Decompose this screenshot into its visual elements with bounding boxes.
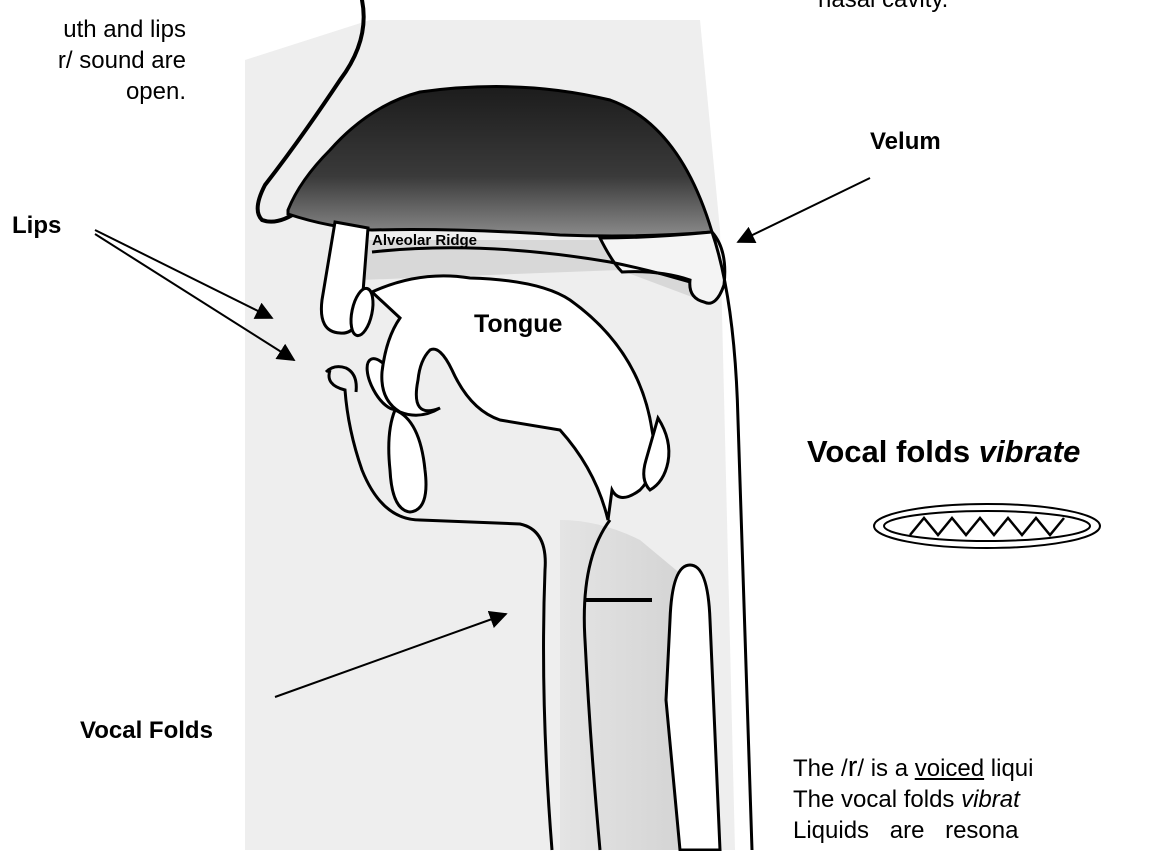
r-phoneme-symbol: r <box>848 751 858 783</box>
vibrate-heading-emphasis: vibrate <box>979 434 1081 469</box>
intro-text-block: uth and lips r/ sound are open. <box>0 14 186 107</box>
nasal-cavity-text: nasal cavity. <box>818 0 948 14</box>
voiced-line-1-pre: The / <box>793 755 848 782</box>
intro-line-2: r/ sound are <box>0 45 186 76</box>
tongue-label: Tongue <box>474 310 562 339</box>
voiced-line-1-post: liqui <box>984 755 1033 782</box>
voiced-line-1: The /r/ is a voiced liqui <box>793 752 1033 784</box>
voiced-line-1-mid: / is a <box>857 755 914 782</box>
lips-label: Lips <box>12 212 61 240</box>
vibrate-word: vibrat <box>961 786 1020 813</box>
velum-arrow <box>738 178 870 242</box>
voiced-line-2-pre: The vocal folds <box>793 786 961 813</box>
voiced-word: voiced <box>915 755 984 782</box>
voiced-liquid-description: The /r/ is a voiced liqui The vocal fold… <box>793 752 1033 846</box>
vibrate-heading-prefix: Vocal folds <box>807 434 970 469</box>
vocal-folds-vibrate-heading: Vocal folds vibrate <box>807 434 1080 470</box>
intro-line-1: uth and lips <box>0 14 186 45</box>
velum-label: Velum <box>870 128 941 156</box>
vocal-folds-label: Vocal Folds <box>80 717 213 745</box>
voiced-line-2: The vocal folds vibrat <box>793 784 1033 815</box>
alveolar-ridge-label: Alveolar Ridge <box>372 232 477 249</box>
intro-line-3: open. <box>0 76 186 107</box>
zigzag-in-oval-icon <box>874 504 1100 548</box>
voiced-line-3: Liquids are resona <box>793 815 1033 846</box>
